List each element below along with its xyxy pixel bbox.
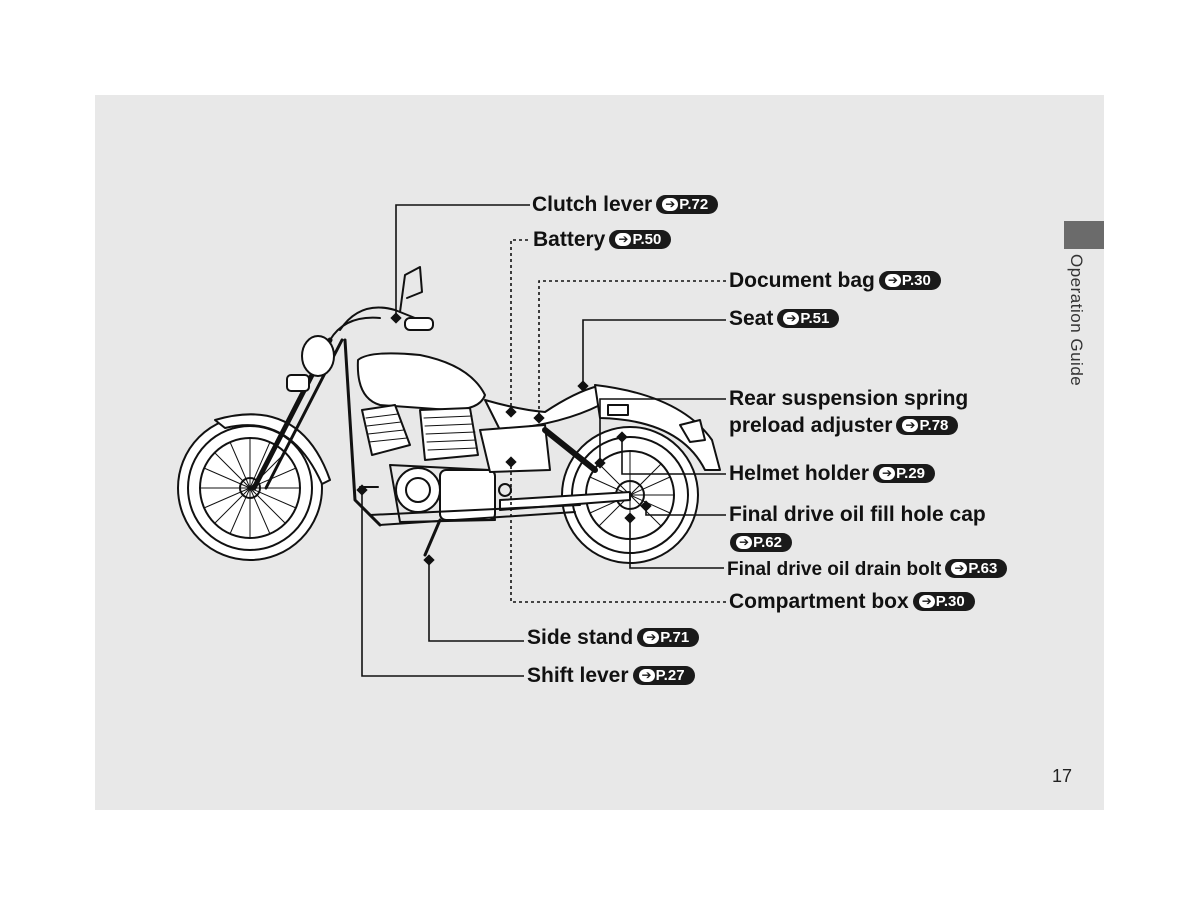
leader-battery	[510, 239, 528, 412]
leader-side-stand	[428, 560, 524, 642]
callout-label: Final drive oil drain bolt	[727, 559, 942, 580]
engine	[361, 404, 496, 523]
page-ref-link[interactable]: ➔P.62	[730, 533, 792, 552]
page-ref-link[interactable]: ➔P.78	[896, 416, 959, 435]
leader-document-bag	[538, 280, 726, 418]
page-ref-link[interactable]: ➔P.72	[656, 195, 719, 214]
callout-label-line1: Rear suspension spring	[729, 387, 969, 410]
callout-rear-suspension: Rear suspension spring	[729, 386, 968, 412]
leader-shift-lever	[361, 490, 524, 677]
leader-rear-suspension	[599, 398, 726, 463]
section-tab-label: Operation Guide	[1067, 254, 1086, 387]
arrow-right-icon: ➔	[902, 419, 919, 432]
callout-label: Helmet holder	[729, 462, 870, 485]
callout-final-drive-fill-ref: ➔P.62	[726, 530, 792, 556]
page-ref-link[interactable]: ➔P.50	[609, 230, 672, 249]
leader-helmet-holder	[621, 437, 726, 475]
callout-document-bag: Document bag➔P.30	[729, 268, 941, 294]
callout-label: Battery	[533, 228, 606, 251]
callout-clutch-lever: Clutch lever➔P.72	[532, 192, 719, 218]
callout-final-drive-fill: Final drive oil fill hole cap	[729, 502, 986, 528]
callout-shift-lever: Shift lever➔P.27	[527, 663, 695, 689]
page-ref-link[interactable]: ➔P.63	[945, 559, 1008, 578]
callout-helmet-holder: Helmet holder➔P.29	[729, 461, 936, 487]
callout-label: Seat	[729, 307, 774, 330]
page-ref-link[interactable]: ➔P.71	[637, 628, 700, 647]
page-ref-link[interactable]: ➔P.30	[878, 271, 941, 290]
arrow-right-icon: ➔	[879, 467, 896, 480]
arrow-right-icon: ➔	[736, 536, 753, 549]
callout-label: Document bag	[729, 269, 875, 292]
arrow-right-icon: ➔	[918, 595, 935, 608]
motorcycle-illustration	[177, 266, 721, 564]
page-number: 17	[1052, 766, 1073, 786]
arrow-right-icon: ➔	[643, 631, 660, 644]
callout-rear-suspension-line2: preload adjuster➔P.78	[729, 413, 959, 439]
page-ref-link[interactable]: ➔P.29	[873, 464, 936, 483]
page-ref-link[interactable]: ➔P.30	[912, 592, 975, 611]
callout-label: Shift lever	[527, 664, 629, 687]
arrow-right-icon: ➔	[662, 198, 679, 211]
callout-label: Compartment box	[729, 590, 909, 613]
arrow-right-icon: ➔	[638, 669, 655, 682]
page-ref-link[interactable]: ➔P.51	[777, 309, 840, 328]
leader-lines	[361, 204, 726, 677]
callout-final-drive-drain: Final drive oil drain bolt➔P.63	[727, 557, 1008, 583]
leader-endpoints	[356, 312, 652, 566]
leader-final-drive-drain	[629, 518, 724, 569]
callout-label: Final drive oil fill hole cap	[729, 503, 986, 526]
section-tab-marker	[1064, 221, 1104, 249]
callout-compartment-box: Compartment box➔P.30	[729, 589, 975, 615]
callout-side-stand: Side stand➔P.71	[527, 625, 700, 651]
leader-compartment-box	[510, 462, 726, 603]
callout-seat: Seat➔P.51	[729, 306, 840, 332]
arrow-right-icon: ➔	[951, 562, 968, 575]
callout-label: Clutch lever	[532, 193, 653, 216]
callout-battery: Battery➔P.50	[533, 227, 672, 253]
page-ref-link[interactable]: ➔P.27	[632, 666, 695, 685]
leader-seat	[582, 319, 726, 386]
arrow-right-icon: ➔	[884, 274, 901, 287]
leader-clutch-lever	[395, 204, 530, 318]
arrow-right-icon: ➔	[783, 312, 800, 325]
callout-label: preload adjuster	[729, 414, 893, 437]
arrow-right-icon: ➔	[615, 233, 632, 246]
callout-label: Side stand	[527, 626, 634, 649]
